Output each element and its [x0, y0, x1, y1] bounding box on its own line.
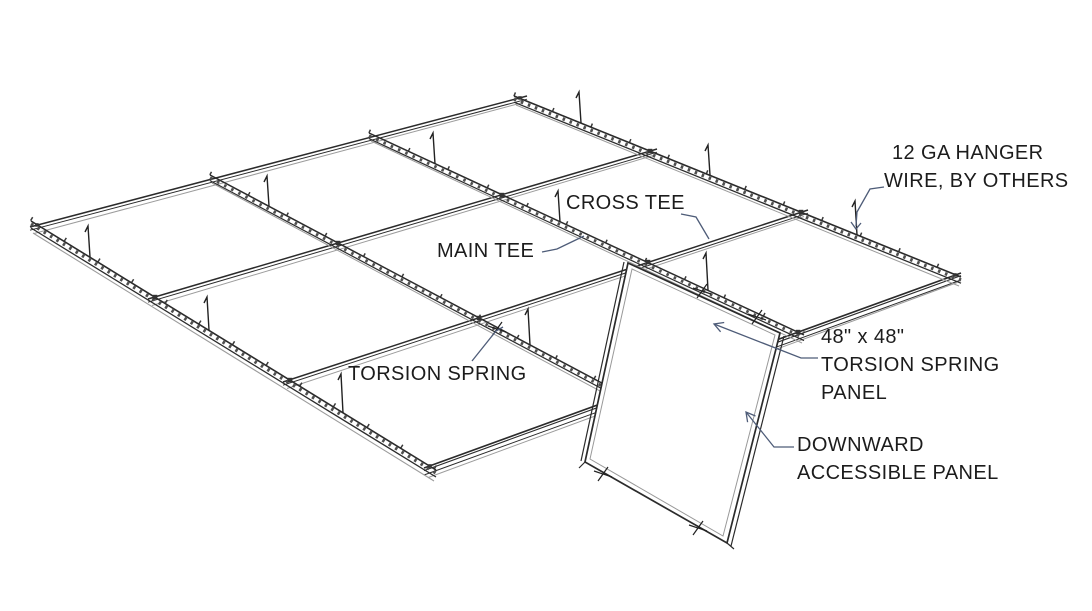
leader-hanger-wire-arrow	[850, 221, 862, 231]
label-torsion-spring-panel-line2: TORSION SPRING	[821, 354, 1000, 376]
label-cross-tee: CROSS TEE	[566, 189, 685, 217]
label-downward-accessible-panel: DOWNWARD ACCESSIBLE PANEL	[797, 431, 999, 487]
label-hanger-wire-line1: 12 GA HANGER	[892, 142, 1044, 164]
main-tee	[209, 171, 631, 407]
leader-panel-48-arrow	[712, 321, 725, 333]
main-tee	[29, 216, 438, 482]
leader-downward-panel-arrow	[745, 410, 756, 423]
hanger-wire	[84, 89, 858, 414]
cross-tee	[147, 148, 658, 306]
label-torsion-spring: TORSION SPRING	[348, 360, 527, 388]
leader-hanger-wire	[855, 186, 885, 227]
leader-torsion-spring	[471, 326, 504, 362]
main-tee	[513, 92, 962, 287]
label-torsion-spring-panel: 48" x 48" TORSION SPRING PANEL	[821, 323, 1000, 407]
leader-cross-tee	[680, 213, 710, 240]
label-cross-tee-line1: CROSS TEE	[566, 192, 685, 214]
label-downward-accessible-panel-line1: DOWNWARD	[797, 434, 924, 456]
label-hanger-wire-line2: WIRE, BY OTHERS	[884, 170, 1069, 192]
label-hanger-wire: 12 GA HANGER WIRE, BY OTHERS	[884, 139, 1069, 195]
label-main-tee-line1: MAIN TEE	[437, 240, 535, 262]
cross-tee	[29, 95, 528, 234]
leader-main-tee	[541, 235, 585, 253]
label-torsion-spring-line1: TORSION SPRING	[348, 363, 527, 385]
leader-panel-48	[713, 323, 818, 359]
label-torsion-spring-panel-line1: 48" x 48"	[821, 326, 905, 348]
leader-downward-panel	[745, 411, 794, 448]
label-main-tee: MAIN TEE	[437, 237, 534, 265]
label-downward-accessible-panel-line2: ACCESSIBLE PANEL	[797, 462, 999, 484]
junction-clips	[35, 96, 957, 468]
leader-lines	[471, 186, 885, 448]
label-torsion-spring-panel-line3: PANEL	[821, 382, 888, 404]
downward-accessible-panel	[578, 261, 785, 550]
cross-tee	[282, 209, 809, 389]
